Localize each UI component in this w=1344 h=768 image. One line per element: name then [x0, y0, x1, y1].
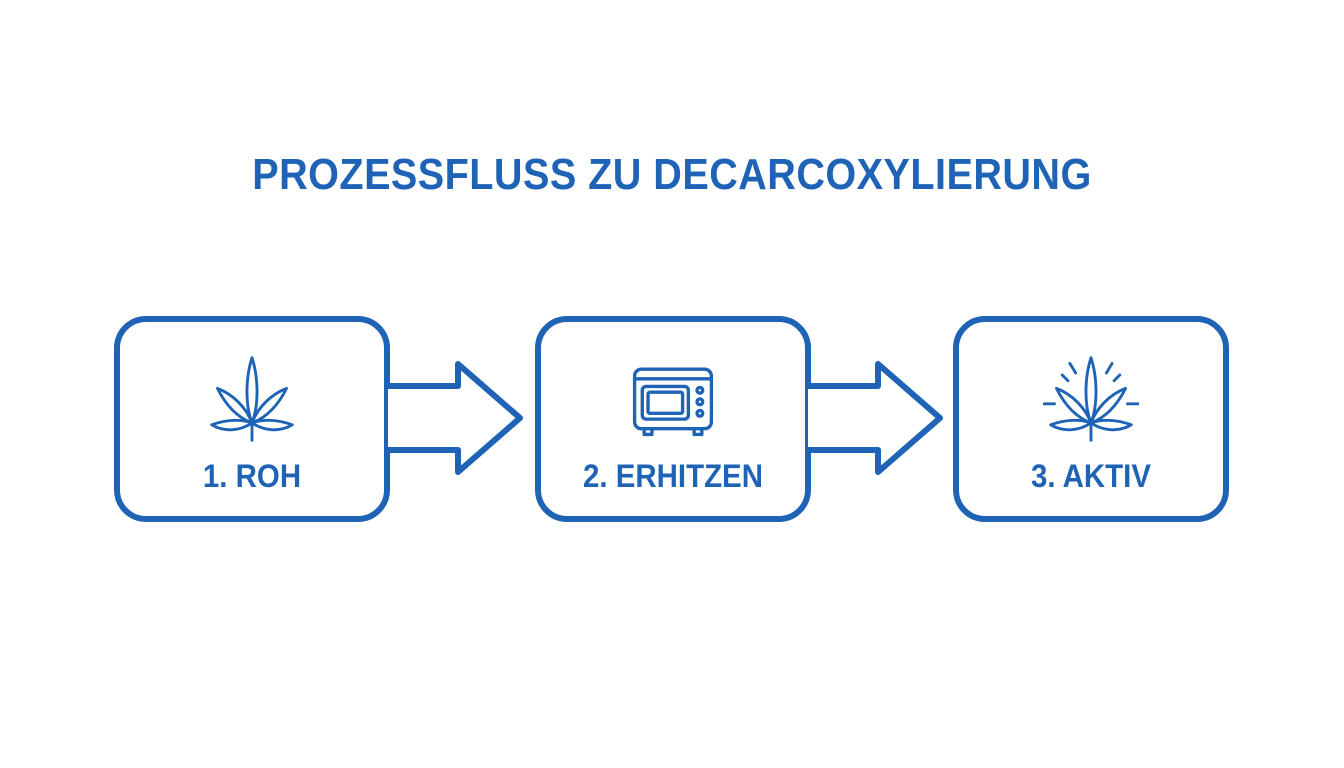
oven-icon — [632, 367, 714, 437]
step-raw-box: 1. ROH — [114, 316, 390, 522]
step-label: 3. AKTIV — [1031, 458, 1151, 494]
diagram-title: PROZESSFLUSS ZU DECARCOXYLIERUNG — [252, 150, 1092, 199]
step-label: 1. ROH — [202, 458, 302, 494]
flow-arrow — [388, 361, 523, 475]
activated-leaf-icon — [1043, 356, 1139, 442]
flow-arrow — [808, 361, 943, 475]
cannabis-leaf-icon — [210, 356, 294, 442]
step-heating-box: 2. ERHITZEN — [535, 316, 811, 522]
step-active-box: 3. AKTIV — [953, 316, 1229, 522]
step-label: 2. ERHITZEN — [583, 458, 763, 494]
